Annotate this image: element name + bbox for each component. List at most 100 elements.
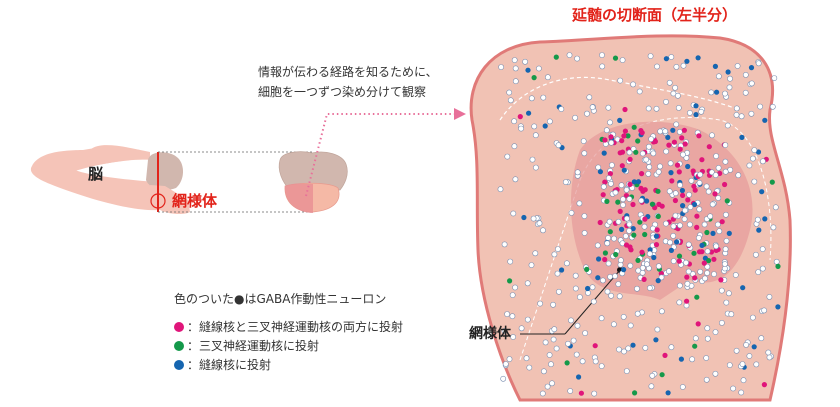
neuron-dot [625, 345, 632, 352]
neuron-dot [760, 158, 766, 165]
neuron-dot [683, 259, 689, 266]
neuron-dot [604, 240, 611, 247]
neuron-dot [668, 344, 675, 351]
neuron-dot [630, 201, 636, 208]
neuron-dot [684, 58, 690, 64]
neuron-dot [542, 123, 548, 129]
neuron-dot [526, 110, 532, 116]
neuron-dot [657, 128, 664, 135]
neuron-dot [511, 57, 518, 63]
brain-label: 脳 [88, 165, 104, 183]
neuron-dot [622, 233, 629, 239]
neuron-dot [670, 258, 677, 264]
neuron-dot [713, 243, 719, 250]
neuron-dot [574, 322, 581, 329]
neuron-dot [542, 339, 549, 346]
neuron-dot [680, 203, 686, 209]
neuron-dot [707, 213, 714, 220]
neuron-dot [589, 104, 596, 111]
section-reticular-label: 網様体 [469, 326, 511, 342]
neuron-dot [518, 325, 525, 332]
neuron-dot [501, 241, 508, 248]
neuron-dot [555, 142, 562, 149]
neuron-dot [754, 216, 761, 223]
neuron-dot [630, 81, 636, 88]
neuron-dot [694, 213, 700, 219]
neuron-dot [687, 110, 693, 116]
neuron-dot [676, 253, 683, 259]
neuron-dot [521, 214, 527, 221]
neuron-dot [724, 122, 731, 129]
neuron-dot [735, 172, 742, 179]
neuron-dot [723, 237, 730, 244]
neuron-dot [677, 146, 683, 152]
neuron-dot [626, 196, 633, 202]
neuron-dot [507, 278, 513, 284]
neuron-dot [722, 142, 729, 148]
neuron-dot [611, 321, 617, 328]
neuron-dot [670, 90, 677, 97]
neuron-dot [642, 231, 648, 238]
neuron-dot [769, 179, 775, 185]
neuron-dot [554, 270, 561, 277]
neuron-dot [722, 168, 729, 175]
neuron-dot [678, 356, 685, 362]
neuron-dot [607, 119, 613, 126]
neuron-dot [753, 361, 760, 368]
neuron-dot [722, 181, 728, 188]
neuron-dot [639, 249, 645, 255]
neuron-dot [595, 275, 601, 281]
neuron-dot [576, 200, 583, 207]
neuron-dot [631, 232, 637, 238]
brainstem [150, 185, 190, 215]
neuron-dot [546, 352, 553, 358]
neuron-dot [570, 337, 577, 344]
neuron-dot [585, 289, 591, 296]
neuron-dot [581, 213, 588, 219]
neuron-dot [506, 89, 513, 96]
neuron-dot [548, 361, 554, 368]
neuron-dot [676, 128, 683, 135]
neuron-dot [579, 358, 586, 365]
neuron-dot [644, 198, 650, 204]
neuron-dot [599, 63, 606, 70]
neuron-dot [704, 335, 711, 342]
neuron-dot [639, 171, 645, 177]
neuron-dot [657, 163, 663, 170]
neuron-dot [665, 390, 671, 396]
neuron-dot [608, 292, 614, 299]
neuron-dot [716, 73, 722, 80]
neuron-dot [690, 168, 696, 174]
neuron-dot [719, 219, 725, 225]
neuron-dot [758, 335, 765, 342]
neuron-dot [679, 187, 686, 194]
neuron-dot [626, 149, 633, 156]
section-medulla-left-half [284, 183, 313, 213]
neuron-dot [626, 221, 633, 228]
neuron-dot [580, 138, 587, 144]
neuron-dot [627, 156, 633, 162]
neuron-dot [655, 168, 662, 175]
neuron-dot [594, 242, 601, 249]
neuron-dot [695, 55, 701, 61]
legend-item-green: ：三叉神経運動核に投射 [174, 336, 403, 355]
neuron-dot [648, 383, 655, 390]
neuron-dot [541, 368, 547, 375]
neuron-dot [549, 380, 555, 387]
neuron-dot [715, 221, 721, 228]
neuron-dot [512, 78, 519, 85]
neuron-dot [703, 183, 710, 190]
neuron-dot [653, 105, 660, 112]
neuron-dot [597, 169, 604, 175]
neuron-dot [726, 290, 732, 297]
neuron-dot [742, 89, 749, 96]
neuron-dot [537, 300, 543, 307]
neuron-dot [766, 293, 773, 300]
neuron-dot [604, 198, 610, 204]
neuron-dot [662, 128, 669, 135]
neuron-dot [605, 260, 612, 267]
neuron-dot [582, 330, 588, 336]
neuron-dot [663, 99, 669, 105]
neuron-dot [532, 132, 539, 139]
neuron-dot [623, 242, 630, 248]
